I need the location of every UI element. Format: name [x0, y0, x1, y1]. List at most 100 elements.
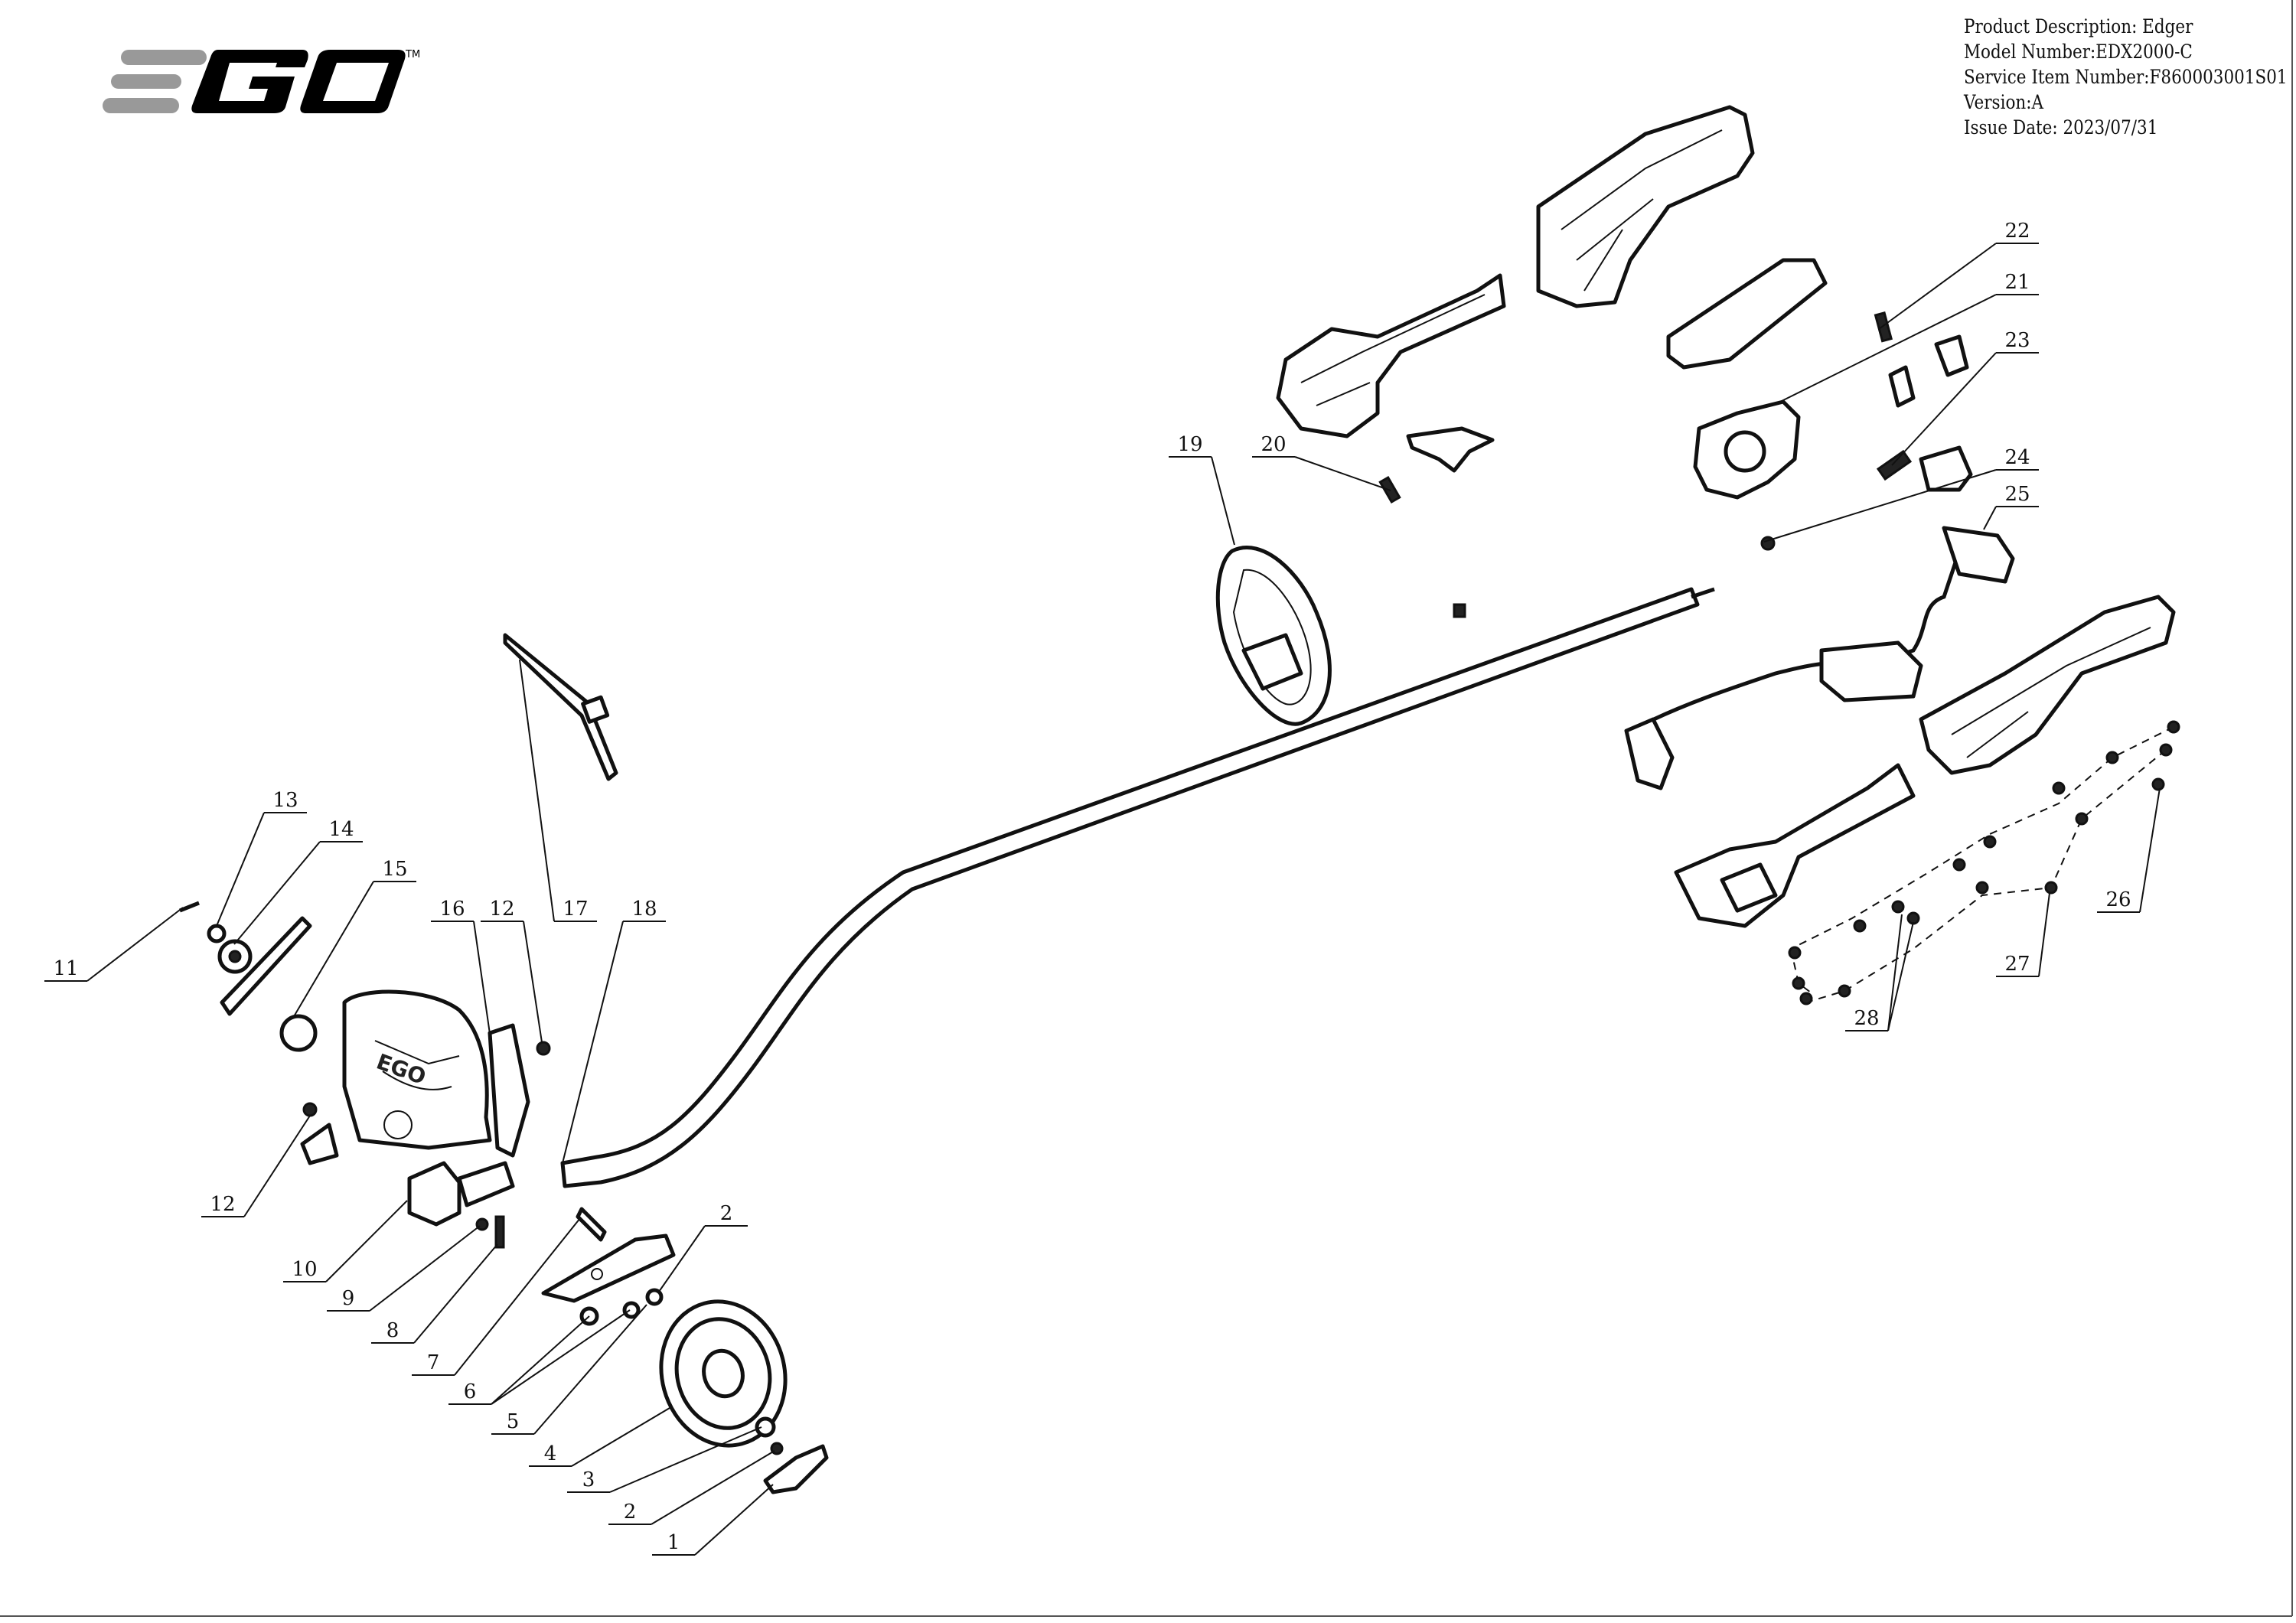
callout-3: 3: [567, 1426, 762, 1493]
washer-2-upper: [645, 1288, 664, 1306]
callout-leader: [1887, 914, 1903, 1031]
screw-9: [475, 1217, 489, 1231]
callout-number: 6: [464, 1380, 477, 1403]
callout-number: 19: [1177, 433, 1202, 456]
screw-12-lower: [302, 1102, 318, 1117]
blade: [220, 916, 312, 1016]
callout-1: 1: [652, 1484, 774, 1556]
model-number: Model Number:EDX2000-C: [1964, 41, 2193, 63]
battery-housing-left: [1674, 763, 1916, 928]
callout-leader: [1891, 352, 1997, 466]
callout-23: 23: [1891, 329, 2039, 466]
callout-leader: [1983, 506, 1997, 530]
callout-9: 9: [327, 1225, 481, 1312]
callout-leader: [609, 1426, 762, 1493]
callout-leader: [2038, 892, 2050, 977]
callout-20: 20: [1252, 433, 1391, 491]
callout-number: 1: [667, 1531, 680, 1554]
callout-18: 18: [562, 898, 666, 1164]
callout-number: 16: [439, 898, 465, 921]
product-info-block: Product Description: Edger Model Number:…: [1964, 14, 2288, 140]
callout-12: 12: [201, 1115, 311, 1217]
small-nut: [1453, 603, 1466, 618]
callout-6: 6: [448, 1309, 631, 1405]
callout-number: 12: [489, 898, 514, 921]
handle-cover: [1666, 258, 1828, 370]
callout-leader: [413, 1243, 498, 1344]
callout-28: 28: [1845, 914, 1914, 1031]
callout-leader: [369, 1225, 481, 1312]
switch-assembly-21: [1693, 399, 1801, 500]
pin-11: [179, 901, 200, 913]
callout-number: 21: [2004, 271, 2030, 294]
product-description: Product Description: Edger: [1964, 15, 2193, 37]
callout-number: 15: [382, 858, 407, 881]
spring-part-22: [1874, 311, 1893, 343]
callout-leader: [1294, 456, 1391, 491]
callout-5: 5: [491, 1304, 647, 1435]
callout-leader: [533, 1304, 647, 1435]
switch-block: [1919, 445, 1973, 492]
callout-2: 2: [658, 1202, 748, 1292]
callout-10: 10: [283, 1200, 408, 1282]
callout-number: 13: [272, 789, 298, 812]
battery-housing-right: [1919, 595, 2176, 775]
callout-leader: [233, 841, 321, 945]
wheel-4: [659, 1299, 788, 1448]
callout-13: 13: [216, 789, 307, 927]
callout-7: 7: [412, 1217, 581, 1376]
callout-24: 24: [1763, 446, 2039, 543]
callout-number: 2: [720, 1202, 733, 1225]
callout-number: 14: [328, 818, 354, 841]
callout-22: 22: [1878, 220, 2039, 330]
callout-leader: [491, 1309, 631, 1405]
lock-button: [1888, 365, 1916, 408]
callout-number: 7: [427, 1351, 440, 1374]
callout-leader: [1887, 921, 1914, 1031]
callout-11: 11: [44, 907, 184, 982]
handle-housing-upper: [1536, 105, 1755, 308]
callout-leader: [1211, 456, 1235, 546]
blade-guard-16: EGO: [342, 989, 492, 1150]
callout-26: 26: [2097, 787, 2161, 913]
trigger: [1406, 426, 1495, 473]
callout-leader: [1763, 469, 1997, 543]
callout-number: 17: [563, 898, 588, 921]
harness-plug: [1624, 717, 1675, 790]
callout-8: 8: [371, 1243, 498, 1344]
washer-3: [755, 1416, 776, 1438]
callout-leader: [86, 907, 184, 982]
callout-leader: [325, 1200, 408, 1282]
callout-number: 10: [292, 1258, 317, 1281]
callout-number: 8: [386, 1319, 400, 1342]
callout-number: 24: [2004, 446, 2030, 469]
bolt-7: [576, 1207, 607, 1242]
callout-number: 25: [2004, 483, 2030, 506]
shaft-tube: [560, 587, 1700, 1188]
callout-number: 27: [2004, 953, 2030, 976]
callout-number: 28: [1854, 1007, 1879, 1030]
callout-number: 20: [1261, 433, 1286, 456]
front-handle-19: [1215, 546, 1332, 726]
callout-leader: [454, 1217, 581, 1376]
callout-leader: [571, 1407, 670, 1467]
callout-leader: [216, 812, 265, 927]
callout-leader: [519, 659, 555, 922]
callout-number: 4: [544, 1442, 557, 1465]
callout-14: 14: [233, 818, 363, 945]
callout-number: 9: [342, 1287, 355, 1310]
callout-17: 17: [519, 659, 597, 922]
callout-27: 27: [1996, 892, 2050, 977]
callout-number: 5: [507, 1410, 520, 1433]
callout-12: 12: [481, 898, 543, 1043]
bolt-8: [494, 1215, 505, 1249]
callout-21: 21: [1778, 271, 2039, 403]
callout-leader: [694, 1484, 774, 1556]
callout-number: 18: [631, 898, 657, 921]
lock-part: [1934, 334, 1969, 377]
version: Version:A: [1964, 91, 2044, 113]
battery-connector: [1942, 526, 2015, 584]
screw-set: [1788, 720, 2180, 1005]
wheel-bracket: [541, 1234, 676, 1303]
